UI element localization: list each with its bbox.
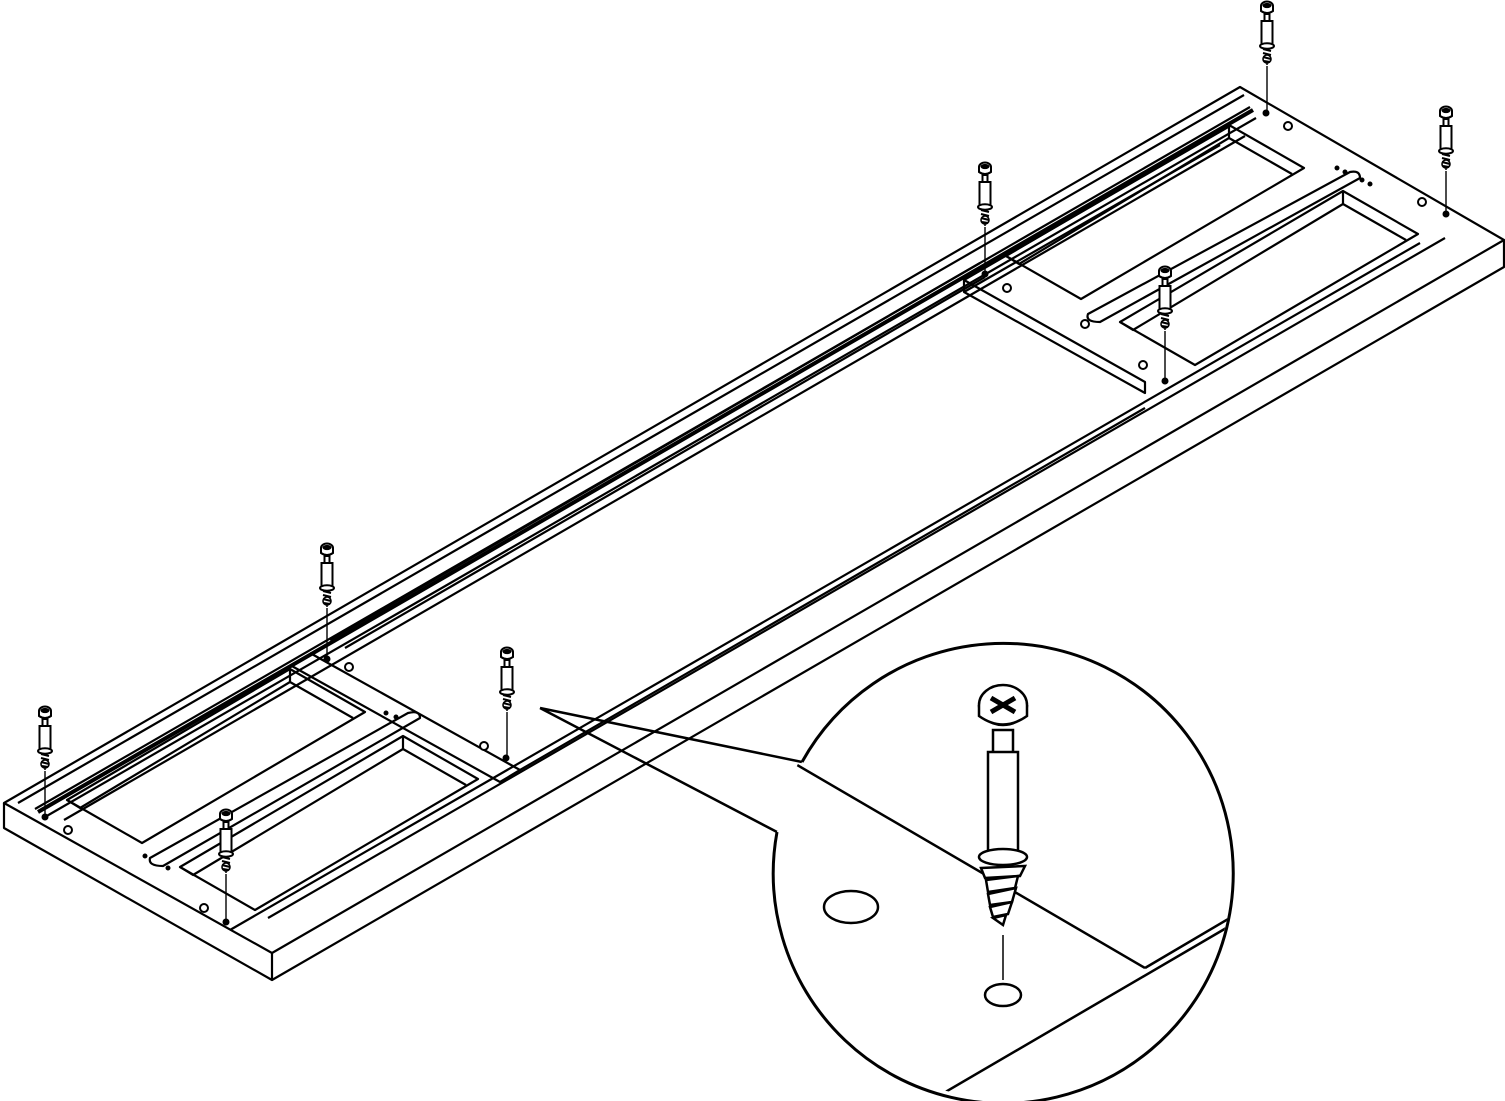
panel-holes [41,109,1450,926]
cam-bolt-icon [1157,265,1173,379]
cam-bolt-screw-icon [977,683,1029,928]
cam-bolt-icon [977,161,993,273]
cam-bolt-icon [37,705,53,815]
cam-bolt-icon [218,808,234,920]
cam-bolt-icon [499,646,515,756]
cam-bolt-icon [1259,0,1275,112]
cam-bolt-icon [1438,105,1454,213]
cam-bolt-icon [319,542,335,656]
cabinet-panel [2,85,1505,982]
magnified-detail-icon [539,641,1235,1101]
cam-bolts [37,0,1454,920]
